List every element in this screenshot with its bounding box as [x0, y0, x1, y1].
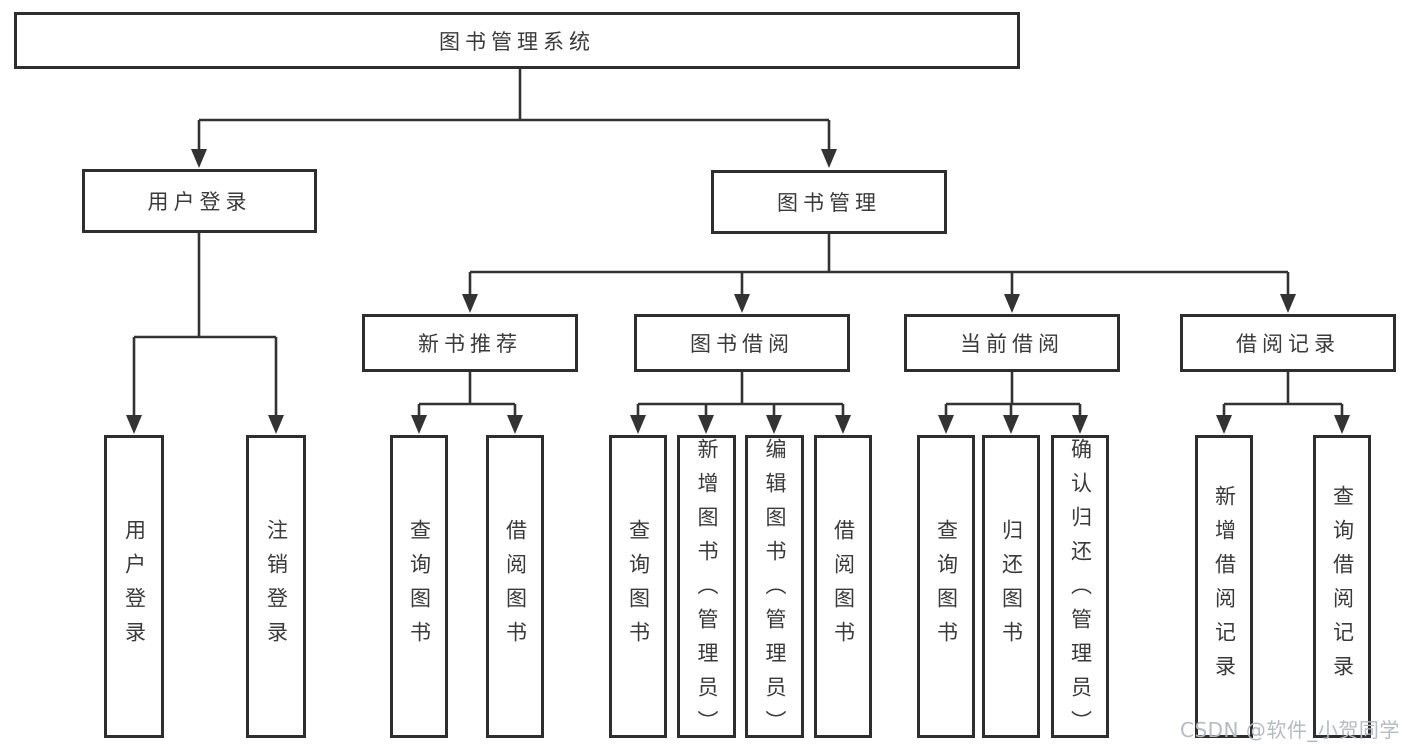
node-borrow-records: 借阅记录: [1180, 314, 1396, 372]
node-current-borrow: 当前借阅: [904, 314, 1120, 372]
csdn-watermark: CSDN @软件_小贺同学: [1180, 718, 1400, 742]
arrowheads: [126, 149, 1350, 434]
node-book-management: 图书管理: [711, 170, 947, 234]
leaf-add-book-admin: 新增图书（管理员）: [677, 435, 736, 744]
leaf-borrow-books: 借阅图书: [814, 435, 872, 738]
leaf-return-book: 归还图书: [982, 435, 1040, 738]
leaf-logout: 注销登录: [246, 435, 306, 738]
leaf-query-books-recommend: 查询图书: [390, 435, 448, 738]
leaf-edit-book-admin: 编辑图书（管理员）: [745, 435, 804, 744]
leaf-query-books-borrow: 查询图书: [609, 435, 667, 738]
node-book-borrow: 图书借阅: [634, 314, 850, 372]
leaf-query-books-current: 查询图书: [917, 435, 975, 738]
leaf-borrow-books-recommend: 借阅图书: [486, 435, 544, 738]
leaf-confirm-return-admin: 确认归还（管理员）: [1051, 435, 1109, 744]
node-root: 图书管理系统: [14, 12, 1020, 69]
leaf-user-login: 用户登录: [104, 435, 164, 738]
leaf-add-borrow-record: 新增借阅记录: [1195, 435, 1253, 738]
leaf-query-borrow-record: 查询借阅记录: [1313, 435, 1371, 738]
node-user-login: 用户登录: [82, 169, 317, 233]
node-new-book-recommend: 新书推荐: [362, 314, 578, 372]
